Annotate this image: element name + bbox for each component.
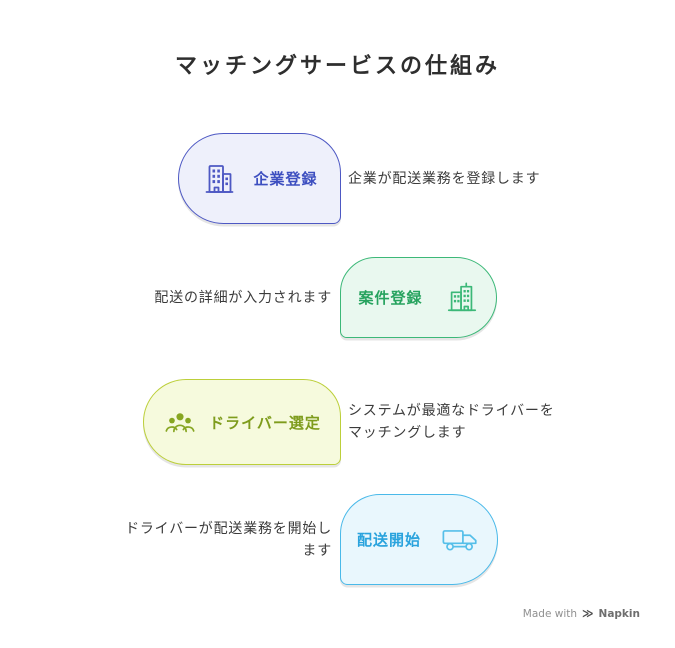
people-group-icon (163, 405, 197, 439)
step-node-driver-selection: ドライバー選定 (143, 379, 341, 465)
step-node-delivery-start: 配送開始 (340, 494, 498, 585)
office-building-icon (201, 161, 237, 197)
step-description-company-registration: 企業が配送業務を登録します (348, 171, 541, 187)
step-label-company-registration: 企業登録 (253, 170, 318, 188)
napkin-credit: Made with ≫ Napkin (523, 607, 640, 620)
step-label-case-registration: 案件登録 (358, 289, 423, 307)
step-label-driver-selection: ドライバー選定 (209, 413, 321, 432)
step-label-delivery-start: 配送開始 (356, 531, 421, 549)
step-node-case-registration: 案件登録 (340, 257, 497, 338)
step-description-driver-selection: システムが最適なドライバーを マッチングします (348, 403, 555, 441)
city-buildings-icon (445, 281, 479, 315)
diagram-title: マッチングサービスの仕組み (174, 54, 500, 79)
made-with-text: Made with (522, 607, 578, 620)
step-description-case-registration: 配送の詳細が入力されます (154, 290, 332, 306)
step-node-company-registration: 企業登録 (178, 133, 341, 224)
step-description-delivery-start: ドライバーが配送業務を開始し ます (125, 521, 332, 559)
napkin-logo-icon: ≫ (582, 607, 594, 620)
delivery-truck-icon (441, 524, 481, 555)
napkin-brand-text: Napkin (598, 607, 640, 620)
